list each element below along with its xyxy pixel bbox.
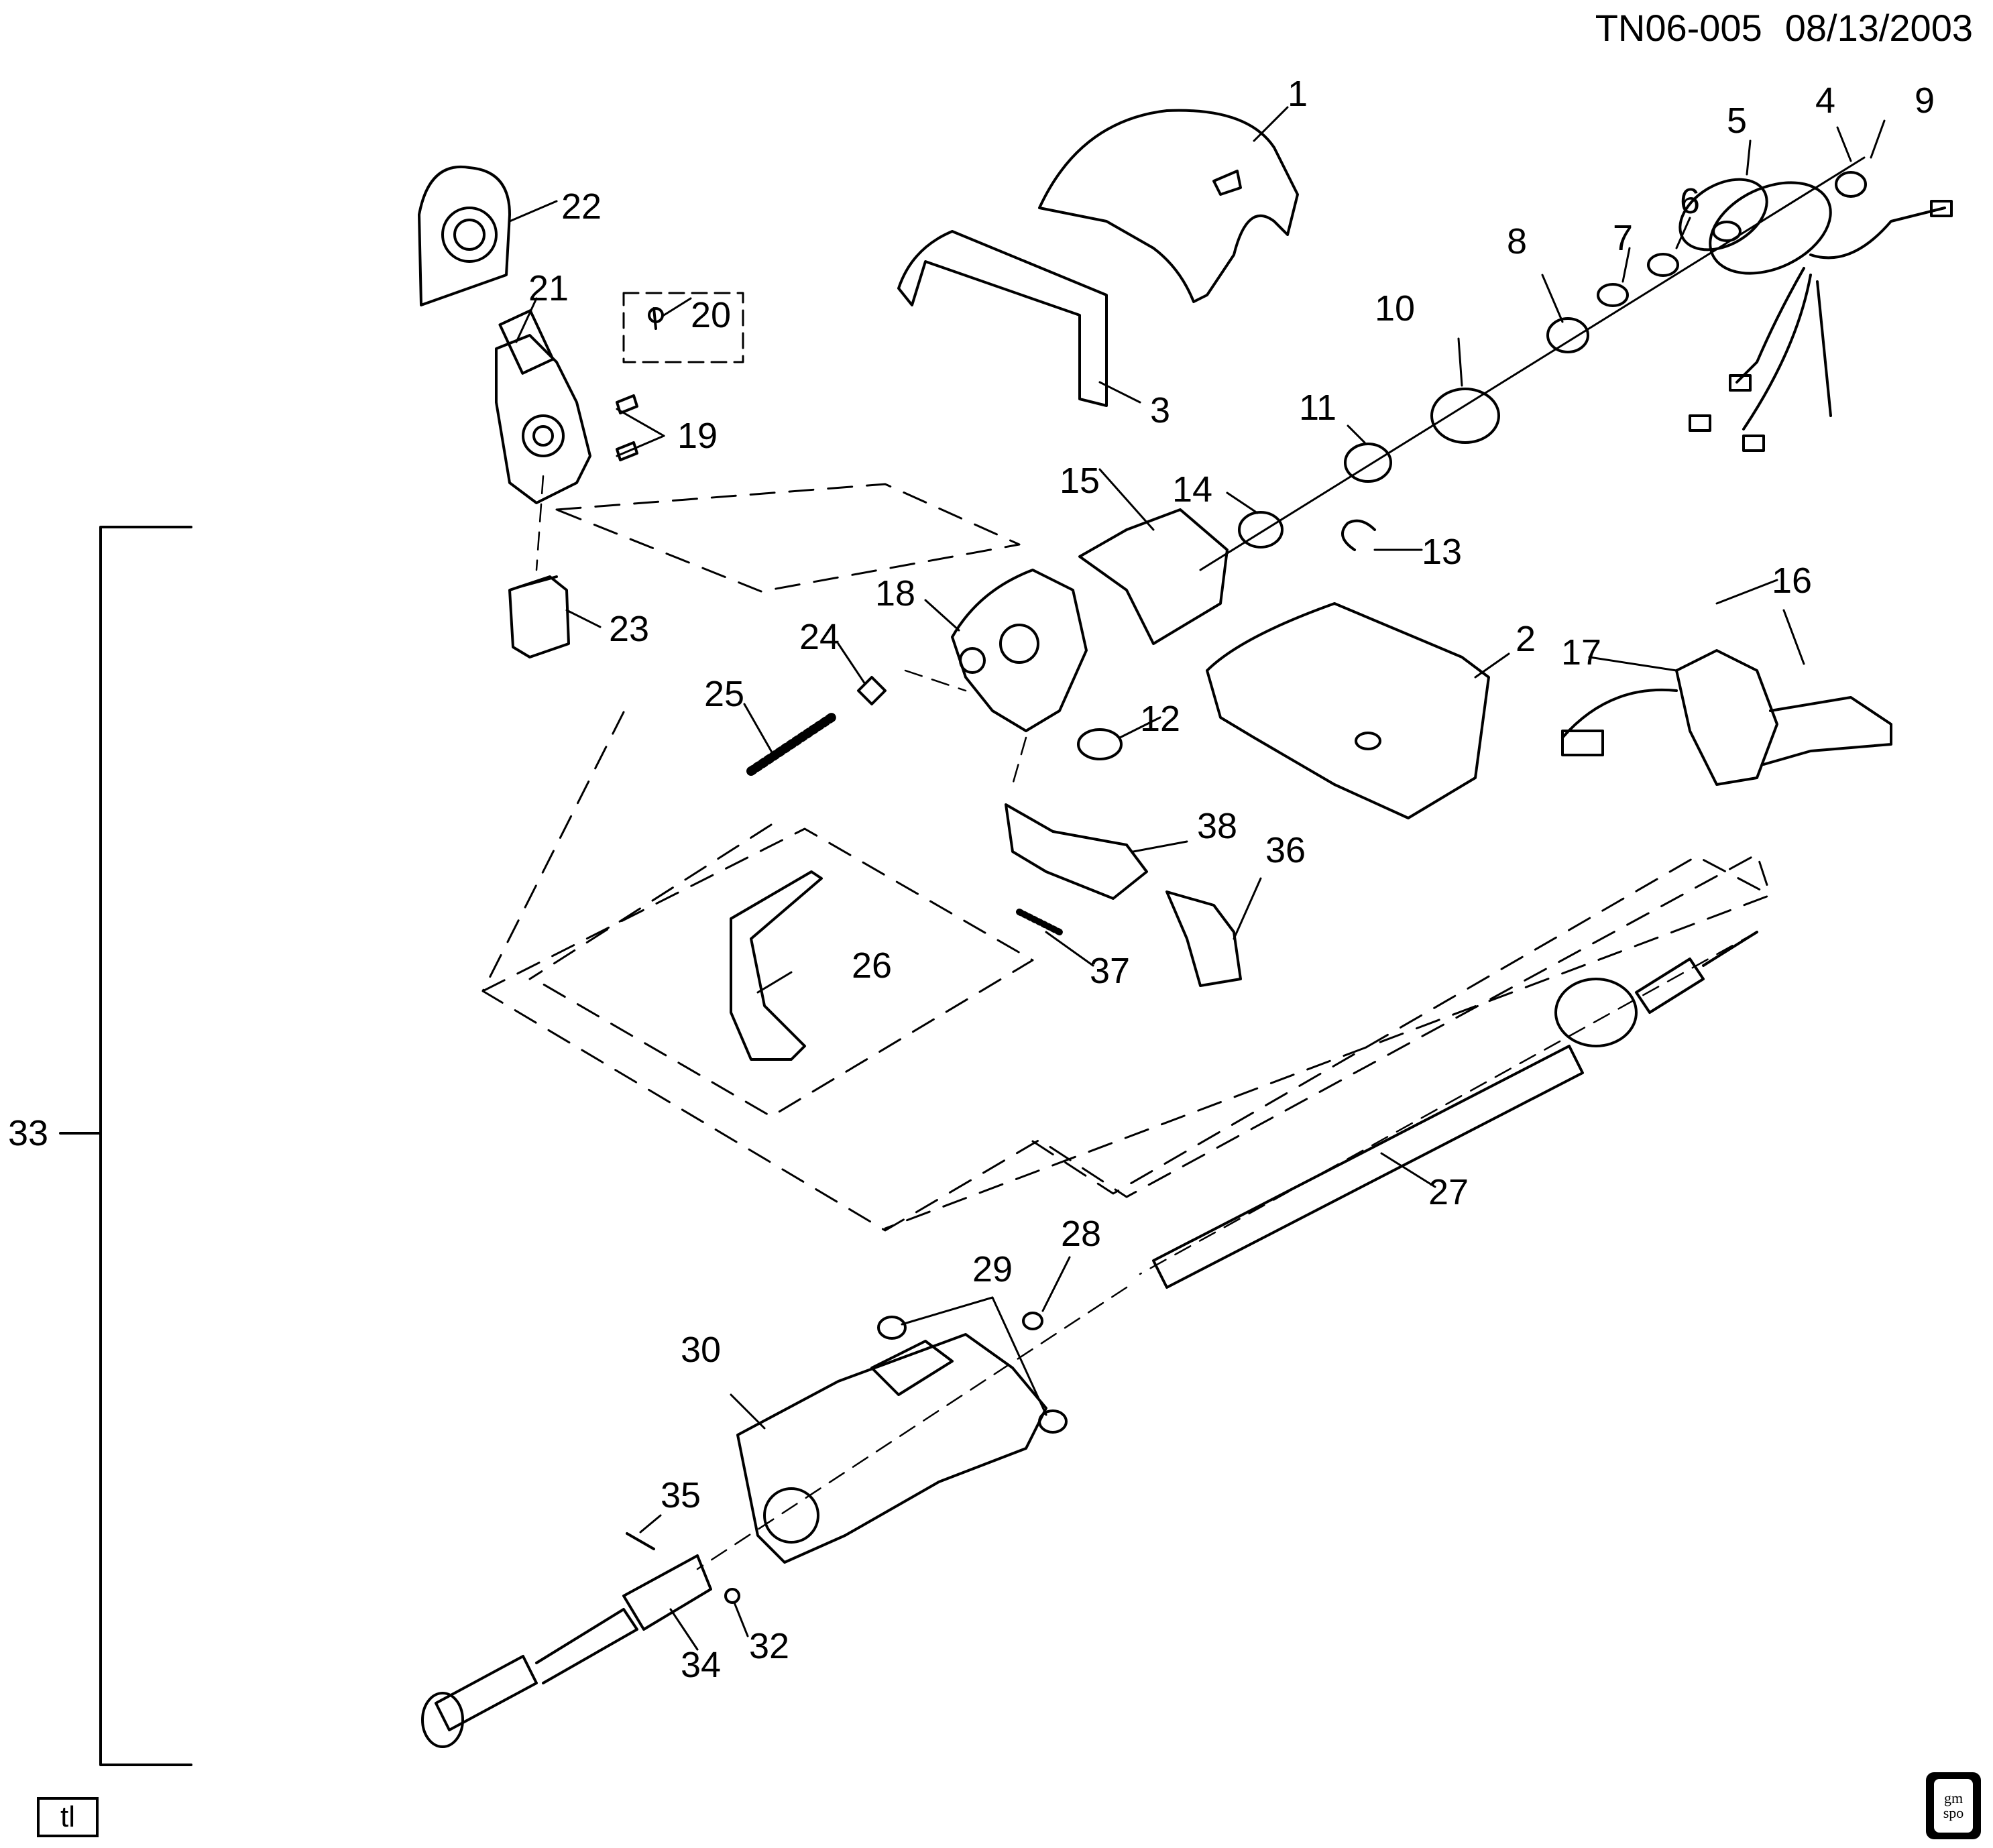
callout-33: 33 [7,1113,49,1153]
part-21-lock-housing [495,309,591,504]
part-1-upper-shroud [1038,109,1299,303]
part-22-lock-cover [418,165,511,306]
callout-7: 7 [1612,218,1634,258]
centerlines [535,475,1758,1570]
callout-35: 35 [660,1475,701,1515]
callout-21: 21 [528,268,569,308]
upper-axis-line [1199,156,1866,571]
part-18-housing [951,569,1088,732]
callout-36: 36 [1265,830,1306,870]
callout-24: 24 [799,617,840,657]
assembly-bracket [99,526,192,1766]
callout-4: 4 [1815,80,1836,121]
callout-38: 38 [1196,806,1238,846]
callout-14: 14 [1172,469,1213,510]
screws-35-32 [626,1532,740,1604]
callout-16: 16 [1771,561,1813,601]
callout-22: 22 [561,186,602,227]
callout-18: 18 [874,573,916,614]
view-label-box: tl [37,1797,99,1837]
logo-line-1: gm [1943,1790,1963,1806]
part-26-lever [730,870,823,1061]
gmspo-logo: gm spo [1926,1772,1981,1839]
callout-9: 9 [1914,80,1935,121]
callout-32: 32 [748,1626,790,1666]
view-label: tl [60,1800,75,1833]
part-30-column-housing [736,1333,1047,1564]
callout-12: 12 [1139,699,1181,739]
parts-24-25-12 [746,676,1123,776]
callout-15: 15 [1059,461,1100,501]
part-5-clockspring [1689,181,1953,452]
callout-1: 1 [1287,74,1308,114]
parts-28-29 [877,1312,1068,1434]
part-3-lever-shroud [897,230,1108,407]
callout-3: 3 [1149,390,1171,430]
callout-20: 20 [690,295,732,335]
callout-5: 5 [1726,101,1748,141]
diagram-header: TN06-005 08/13/2003 [1573,9,1973,47]
part-23-switch [508,575,570,658]
callout-11: 11 [1298,388,1337,428]
callout-23: 23 [608,609,650,649]
kit-20-box [622,292,744,363]
callout-19: 19 [677,416,718,456]
callout-25: 25 [703,674,745,714]
callout-28: 28 [1060,1214,1102,1254]
diagram-code: TN06-005 [1595,7,1762,49]
callout-6: 6 [1679,181,1701,221]
callout-37: 37 [1089,951,1131,991]
part-17-turn-signal-switch [1561,649,1892,786]
diagram-date: 08/13/2003 [1784,7,1973,49]
part-15-housing [1078,508,1229,645]
callout-30: 30 [680,1330,722,1370]
part-2-lower-shroud [1206,602,1490,819]
callout-8: 8 [1506,221,1528,262]
screws-19-20 [616,307,664,461]
logo-line-2: spo [1943,1804,1964,1821]
callout-34: 34 [680,1645,722,1685]
callout-10: 10 [1374,288,1416,329]
callout-26: 26 [851,945,893,986]
parts-38-36-37 [1005,803,1242,987]
callout-27: 27 [1428,1172,1469,1212]
dashed-outlines [481,483,1772,1232]
callout-17: 17 [1560,632,1602,673]
leader-lines [508,106,1886,1651]
part-27-steering-shaft [1152,931,1758,1289]
callout-29: 29 [972,1249,1013,1289]
part-34-intermediate-shaft [421,1554,712,1748]
upper-axis-parts [1238,171,1867,551]
callout-2: 2 [1515,619,1536,659]
callout-13: 13 [1421,532,1463,572]
